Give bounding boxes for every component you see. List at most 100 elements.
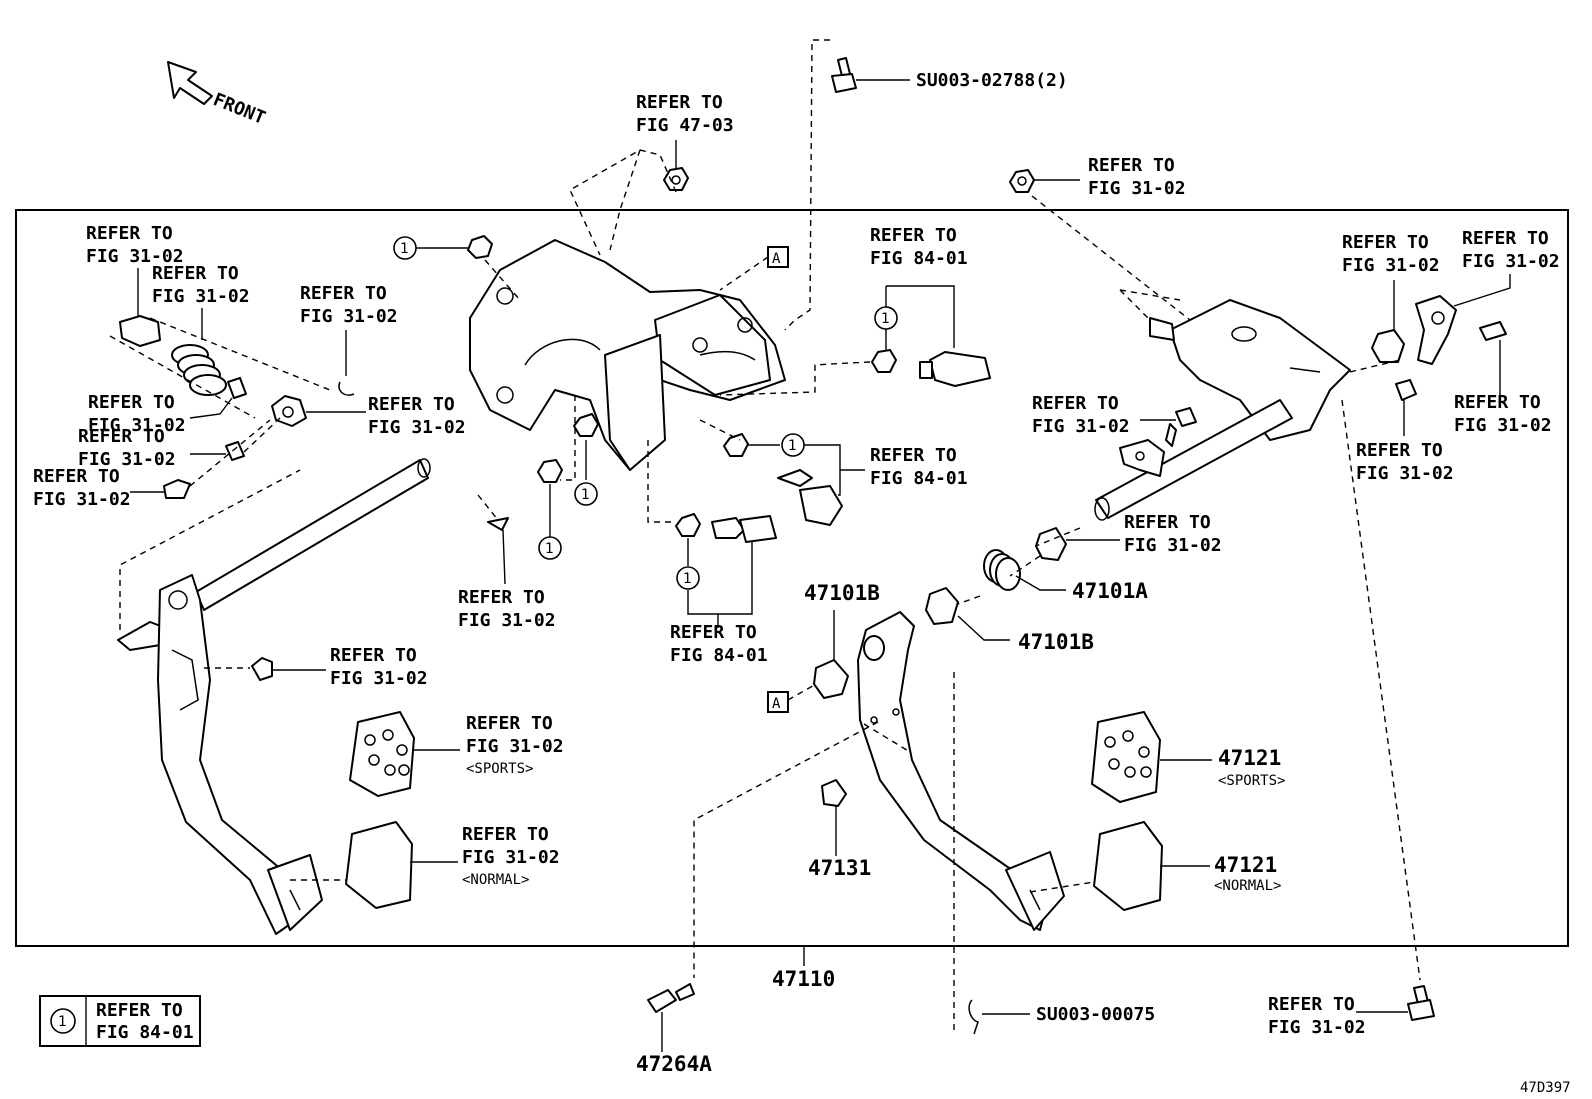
normal-pedal-pad <box>345 821 413 909</box>
ref-fig-31-02-h: FIG 31-02 <box>33 489 131 510</box>
nut-icon <box>1009 169 1035 193</box>
refer-to-text: REFER TO <box>1342 232 1429 253</box>
nut-icon <box>871 349 897 373</box>
figure-code: 47D397 <box>1520 1080 1571 1096</box>
refer-to-text: REFER TO <box>458 587 545 608</box>
pin-icon <box>227 377 247 399</box>
right-pedal-arm <box>857 611 1065 931</box>
legend-text-line1: REFER TO <box>96 1000 183 1021</box>
svg-text:1: 1 <box>881 311 890 327</box>
clevis-icon <box>1415 295 1457 365</box>
part-47131: 47131 <box>808 856 871 880</box>
sports-pedal-pad <box>349 711 415 797</box>
switch-sensor-icon <box>711 515 777 543</box>
refer-to-text: REFER TO <box>152 263 239 284</box>
variant-sports-left: <SPORTS> <box>466 761 533 777</box>
ref-fig-31-02-normal: FIG 31-02 <box>462 847 560 868</box>
refer-to-text: REFER TO <box>368 394 455 415</box>
bushing-icon <box>1395 379 1417 401</box>
ref-fig-31-02-r6: FIG 31-02 <box>1124 535 1222 556</box>
sports-pedal-pad-right <box>1091 711 1161 803</box>
refer-to-text: REFER TO <box>1032 393 1119 414</box>
bolt-icon <box>1165 407 1197 447</box>
bushing-icon <box>1035 527 1067 561</box>
ref-fig-84-01-mid: FIG 84-01 <box>870 468 968 489</box>
pedal-bracket <box>469 239 786 471</box>
legend-symbol: 1 <box>58 1014 67 1030</box>
ref-fig-31-02-g: FIG 31-02 <box>78 449 176 470</box>
refer-to-text: REFER TO <box>1462 228 1549 249</box>
bushing-icon <box>1371 329 1405 363</box>
refer-to-text: REFER TO <box>870 445 957 466</box>
refer-to-text: REFER TO <box>1356 440 1443 461</box>
nut-icon <box>467 235 493 259</box>
front-arrow-icon <box>167 61 213 105</box>
spring-47101a-icon <box>983 549 1021 591</box>
bracket-plate <box>1119 439 1165 477</box>
refer-to-text: REFER TO <box>88 392 175 413</box>
ref-fig-84-01-bot: FIG 84-01 <box>670 645 768 666</box>
pin-icon <box>163 479 191 499</box>
ref-fig-31-02-c: FIG 31-02 <box>152 286 250 307</box>
ref-fig-31-02-sports: FIG 31-02 <box>466 736 564 757</box>
switch-sensor-icon <box>919 351 991 387</box>
ref-fig-31-02-r1: FIG 31-02 <box>1342 255 1440 276</box>
ref-fig-31-02-e: FIG 31-02 <box>300 306 398 327</box>
return-spring-icon <box>171 344 227 396</box>
part-su003-02788: SU003-02788(2) <box>916 70 1068 91</box>
circle-ref-1-icon: 1 <box>781 433 805 457</box>
ref-fig-31-02-bolt-top: FIG 31-02 <box>1088 178 1186 199</box>
bushing-icon <box>119 315 161 347</box>
nut-icon <box>573 413 599 437</box>
part-47101b-right: 47101B <box>1018 630 1094 654</box>
part-su003-00075: SU003-00075 <box>1036 1004 1155 1025</box>
part-47121-sports: 47121 <box>1218 746 1281 770</box>
box-a-top-letter: A <box>772 251 781 267</box>
svg-text:1: 1 <box>581 487 590 503</box>
ref-fig-31-02-bottom: FIG 31-02 <box>1268 1017 1366 1038</box>
nut-top-icon <box>663 167 689 191</box>
box-a-bottom <box>767 691 789 713</box>
ref-fig-31-02-a: FIG 31-02 <box>458 610 556 631</box>
variant-normal-left: <NORMAL> <box>462 872 529 888</box>
clip-icon <box>487 517 509 531</box>
clip-su003-00075-icon <box>968 999 979 1035</box>
nut-icon <box>675 513 701 537</box>
refer-to-text: REFER TO <box>870 225 957 246</box>
part-47264a: 47264A <box>636 1052 712 1076</box>
circle-ref-1-icon: 1 <box>676 566 700 590</box>
circle-ref-1-icon: 1 <box>574 482 598 506</box>
refer-to-text: REFER TO <box>636 92 723 113</box>
ref-fig-31-02-r4: FIG 31-02 <box>1356 463 1454 484</box>
pedal-shaft <box>1094 399 1293 521</box>
bushing-47101b-right-icon <box>925 587 959 625</box>
svg-text:1: 1 <box>545 541 554 557</box>
svg-text:1: 1 <box>683 571 692 587</box>
refer-to-text: REFER TO <box>78 426 165 447</box>
clevis-icon <box>271 395 307 427</box>
refer-to-text: REFER TO <box>670 622 757 643</box>
refer-to-text: REFER TO <box>1268 994 1355 1015</box>
ref-fig-31-02-d: FIG 31-02 <box>88 415 186 436</box>
svg-text:1: 1 <box>788 438 797 454</box>
part-47101a: 47101A <box>1072 579 1148 603</box>
legend-text-line2: FIG 84-01 <box>96 1022 194 1043</box>
part-47101b-left: 47101B <box>804 581 880 605</box>
right-bracket <box>1149 299 1351 441</box>
left-pedal-arm <box>117 458 431 935</box>
circle-ref-1-icon: 1 <box>538 536 562 560</box>
ref-fig-31-02-r5: FIG 31-02 <box>1032 416 1130 437</box>
refer-to-text: REFER TO <box>1454 392 1541 413</box>
ref-fig-31-02-i: FIG 31-02 <box>330 668 428 689</box>
bolt-bottom-icon <box>1407 985 1435 1021</box>
ref-fig-31-02-f: FIG 31-02 <box>368 417 466 438</box>
circle-ref-1-icon: 1 <box>393 236 417 260</box>
box-a-bottom-letter: A <box>772 696 781 712</box>
legend-box <box>39 995 201 1047</box>
cushion-47131-icon <box>821 779 847 807</box>
refer-to-text: REFER TO <box>1088 155 1175 176</box>
ref-fig-47-03: FIG 47-03 <box>636 115 734 136</box>
stopper-icon <box>251 657 273 681</box>
refer-to-text: REFER TO <box>462 824 549 845</box>
ref-fig-31-02-r2: FIG 31-02 <box>1462 251 1560 272</box>
